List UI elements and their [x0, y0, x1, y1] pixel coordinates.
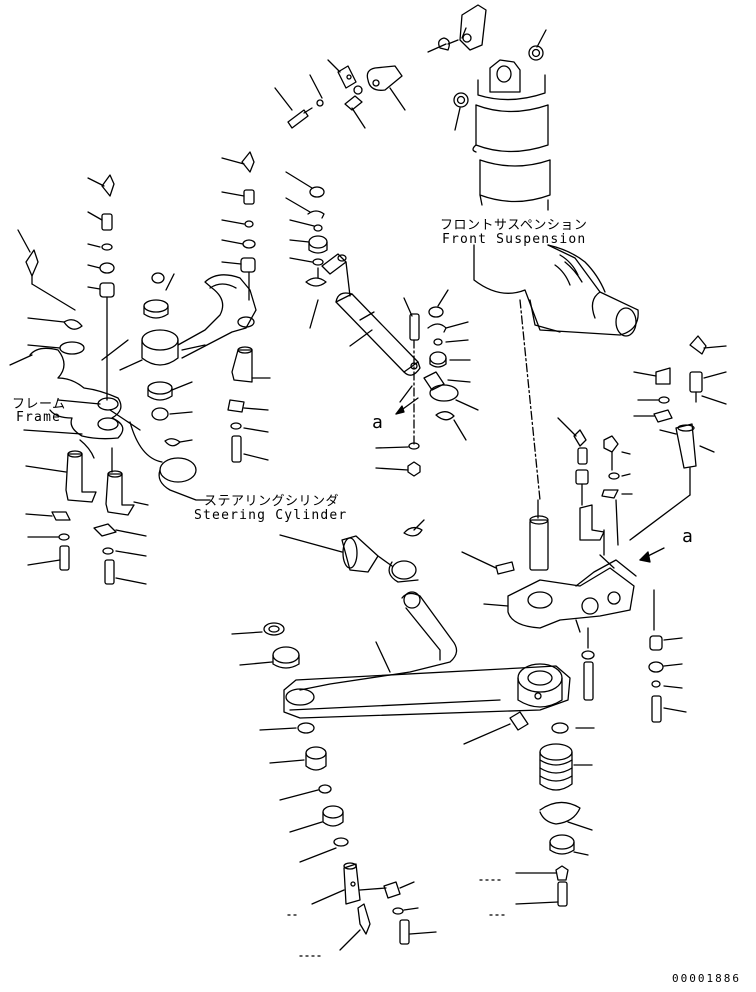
upper-bearing-stack	[286, 172, 327, 328]
left-column-parts	[10, 175, 148, 584]
front-suspension-strut	[439, 5, 639, 500]
front-suspension-label-jp: フロントサスペンション	[440, 218, 588, 233]
drawing-code: 00001886	[672, 972, 741, 985]
reference-mark-a-left: a	[372, 412, 383, 433]
upper-fasteners	[275, 28, 546, 130]
upper-right-parts	[630, 336, 726, 540]
steering-cylinder	[130, 422, 424, 582]
frame-label-en: Frame	[16, 410, 62, 425]
callout-leaders	[58, 340, 128, 404]
steering-link-rod	[322, 254, 420, 375]
lower-bearing-stack	[464, 712, 594, 906]
reference-mark-a-right: a	[682, 526, 693, 547]
center-column-parts	[222, 152, 270, 462]
suspension-base-plate	[462, 418, 686, 722]
rod-end-parts	[376, 290, 478, 476]
front-suspension-label-en: Front Suspension	[442, 232, 587, 247]
steering-bellcrank	[110, 273, 256, 446]
frame-label-jp: フレーム	[12, 397, 66, 412]
steering-cylinder-label-en: Steering Cylinder	[194, 508, 348, 523]
lower-steering-arm	[232, 592, 570, 956]
steering-cylinder-label-jp: ステアリングシリンダ	[204, 494, 340, 509]
